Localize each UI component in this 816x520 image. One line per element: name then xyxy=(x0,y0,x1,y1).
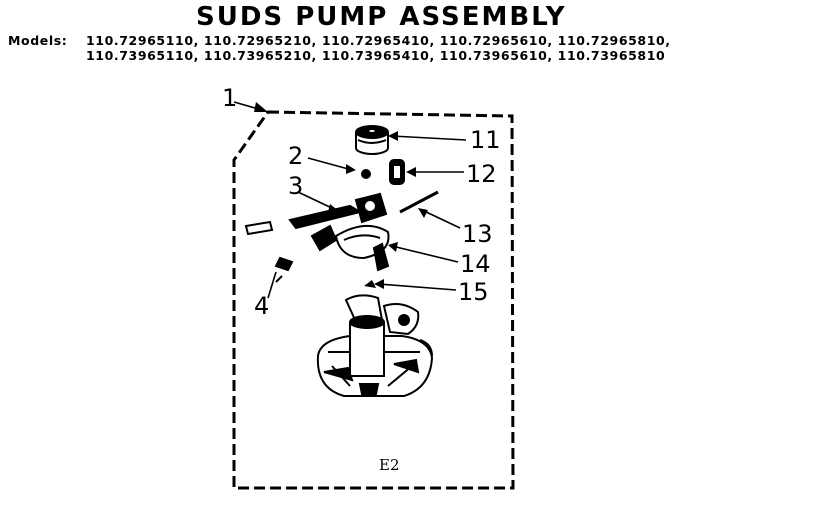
shaft-pin-part xyxy=(244,220,274,236)
callout-11: 11 xyxy=(470,126,501,154)
models-line-1: Models: 110.72965110, 110.72965210, 110.7… xyxy=(8,33,671,48)
callout-14: 14 xyxy=(460,250,491,278)
callout-13: 13 xyxy=(462,220,493,248)
callout-2: 2 xyxy=(288,142,303,170)
models-values-1: 110.72965110, 110.72965210, 110.72965410… xyxy=(86,33,671,48)
models-line-2: 110.73965110, 110.73965210, 110.73965410… xyxy=(86,48,666,63)
plug-part xyxy=(364,280,376,288)
callouts: 1 2 3 4 11 12 13 14 15 E2 xyxy=(222,84,501,474)
arrowheads xyxy=(254,102,428,289)
callout-15: 15 xyxy=(458,278,489,306)
figure-code: E2 xyxy=(379,456,400,474)
pulley-part xyxy=(355,125,389,155)
spring-part xyxy=(389,159,405,185)
page-title: SUDS PUMP ASSEMBLY xyxy=(196,2,567,32)
assembly-boundary xyxy=(232,110,515,490)
leader-lines xyxy=(233,101,467,299)
callout-3: 3 xyxy=(288,172,303,200)
callout-1: 1 xyxy=(222,84,237,112)
models-list: Models: 110.72965110, 110.72965210, 110.7… xyxy=(8,33,671,63)
models-prefix: Models: xyxy=(8,33,68,48)
pin-part xyxy=(399,190,439,214)
callout-4: 4 xyxy=(254,292,269,320)
callout-12: 12 xyxy=(466,160,497,188)
pump-upper-body xyxy=(274,192,390,283)
pump-housing xyxy=(316,294,434,397)
nut-part xyxy=(361,169,371,179)
